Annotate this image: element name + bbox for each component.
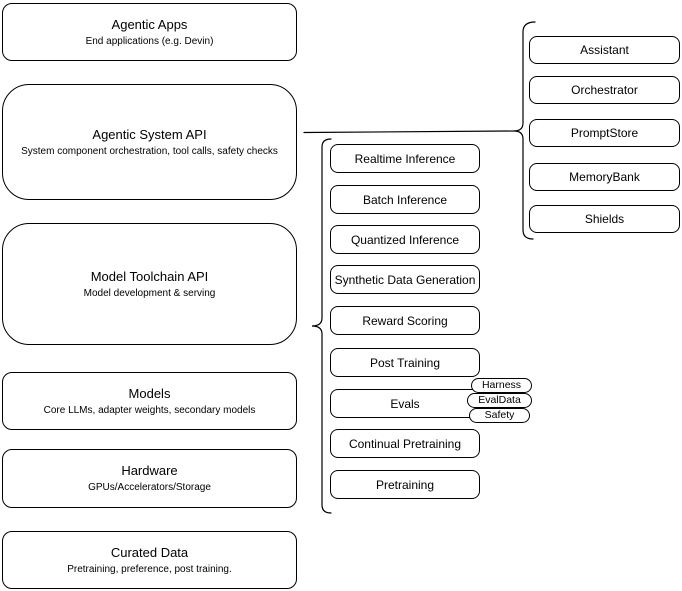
node-assistant: Assistant <box>529 36 680 64</box>
node-quantized-inference: Quantized Inference <box>330 225 480 254</box>
node-title: Curated Data <box>110 544 189 560</box>
node-orchestrator: Orchestrator <box>529 76 680 104</box>
system-api-connector-line <box>303 130 515 134</box>
node-synthetic-data-generation: Synthetic Data Generation <box>330 265 480 294</box>
node-batch-inference: Batch Inference <box>330 185 480 214</box>
node-title: Agentic System API <box>92 126 207 142</box>
node-memorybank: MemoryBank <box>529 163 680 191</box>
node-pretraining: Pretraining <box>330 470 480 499</box>
node-evals: Evals <box>330 389 480 418</box>
node-model-toolchain-api: Model Toolchain API Model development & … <box>2 223 297 345</box>
toolchain-bracket <box>311 138 332 514</box>
tag-harness: Harness <box>471 378 532 393</box>
node-agentic-system-api: Agentic System API System component orch… <box>2 84 297 200</box>
node-title: Hardware <box>121 463 178 478</box>
node-curated-data: Curated Data Pretraining, preference, po… <box>2 531 297 589</box>
tag-safety: Safety <box>469 408 530 423</box>
node-subtitle: Pretraining, preference, post training. <box>67 563 232 575</box>
node-continual-pretraining: Continual Pretraining <box>330 429 480 458</box>
node-title: Model Toolchain API <box>90 268 209 284</box>
node-subtitle: Core LLMs, adapter weights, secondary mo… <box>43 404 256 416</box>
node-title: Models <box>128 385 171 401</box>
node-agentic-apps: Agentic Apps End applications (e.g. Devi… <box>2 3 297 61</box>
node-subtitle: Model development & serving <box>83 287 216 299</box>
node-hardware: Hardware GPUs/Accelerators/Storage <box>2 449 297 508</box>
node-subtitle: End applications (e.g. Devin) <box>85 35 214 47</box>
node-shields: Shields <box>529 205 680 233</box>
node-subtitle: System component orchestration, tool cal… <box>21 145 278 157</box>
node-realtime-inference: Realtime Inference <box>330 144 480 173</box>
node-post-training: Post Training <box>330 348 480 377</box>
node-title: Agentic Apps <box>111 16 188 32</box>
node-reward-scoring: Reward Scoring <box>330 306 480 335</box>
node-models: Models Core LLMs, adapter weights, secon… <box>2 372 297 430</box>
tag-evaldata: EvalData <box>467 393 532 408</box>
node-promptstore: PromptStore <box>529 119 680 147</box>
node-subtitle: GPUs/Accelerators/Storage <box>88 482 211 493</box>
